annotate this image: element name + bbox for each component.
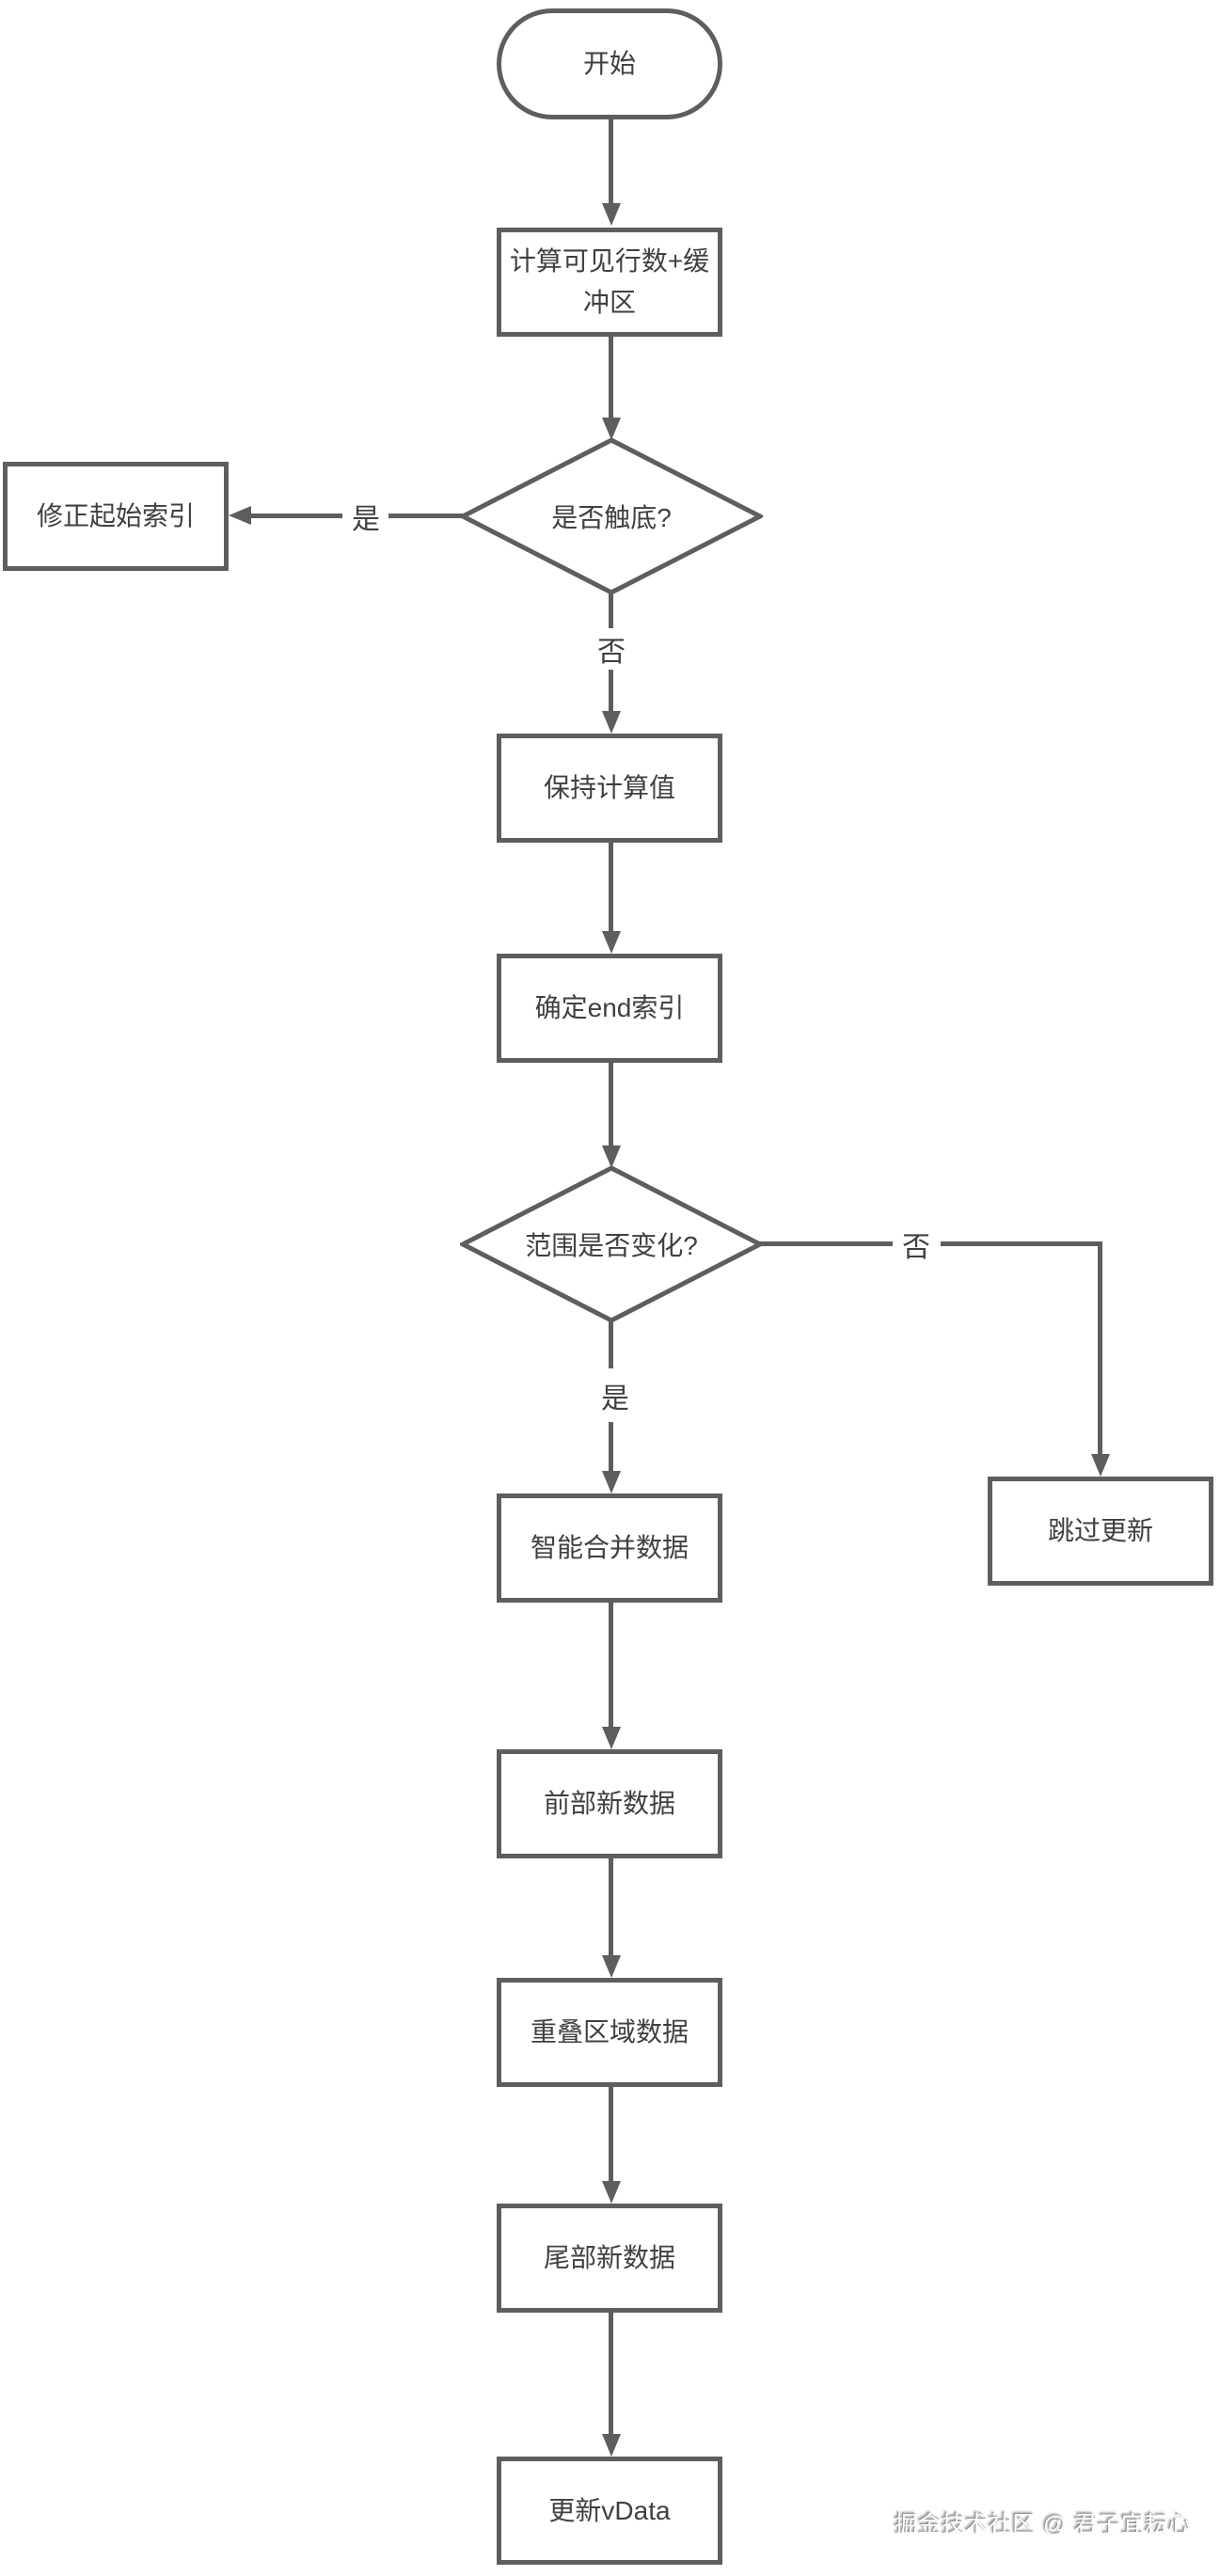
node-keep-value: 保持计算值 (497, 734, 722, 843)
edge-rangechanged-yes-b (609, 1422, 613, 1473)
edge-hitbottom-no-a (609, 592, 613, 629)
edge-label-hitbottom-no: 否 (595, 628, 627, 670)
node-update-vdata: 更新vData (497, 2457, 722, 2565)
arrowhead-tail-to-update (602, 2434, 621, 2457)
edge-end-to-rangechanged (609, 1063, 613, 1147)
node-label: 确定end索引 (534, 993, 685, 1022)
node-label: 前部新数据 (543, 1789, 675, 1818)
node-tail-new-data: 尾部新数据 (497, 2204, 722, 2313)
edge-calc-to-hitbottom (609, 337, 613, 419)
arrowhead-start-to-calc (602, 203, 621, 226)
edge-front-to-overlap (609, 1858, 613, 1957)
edge-label-rangechanged-no: 否 (900, 1224, 932, 1265)
edge-hitbottom-no-b (609, 670, 613, 713)
edge-label-rangechanged-yes: 是 (599, 1375, 631, 1416)
arrowhead-hitbottom-yes (229, 506, 251, 525)
arrowhead-rangechanged-no (1091, 1454, 1110, 1477)
node-smart-merge-data: 智能合并数据 (497, 1493, 722, 1603)
node-label: 开始 (582, 49, 636, 78)
diamond-shape (460, 437, 763, 595)
node-label: 计算可见行数+缓冲区 (509, 246, 710, 317)
edge-keep-to-end (609, 843, 613, 933)
node-front-new-data: 前部新数据 (497, 1749, 722, 1858)
arrowhead-front-to-overlap (602, 1955, 621, 1978)
edge-hitbottom-yes-b (388, 514, 463, 518)
edge-rangechanged-no-b (941, 1241, 1102, 1246)
node-skip-update: 跳过更新 (988, 1477, 1213, 1586)
arrowhead-overlap-to-tail (602, 2181, 621, 2204)
edge-hitbottom-yes-a (251, 514, 342, 518)
node-label: 修正起始索引 (36, 501, 195, 530)
arrowhead-merge-to-front (602, 1727, 621, 1749)
edge-rangechanged-no-a (760, 1241, 893, 1246)
node-determine-end-index: 确定end索引 (497, 954, 722, 1063)
arrowhead-end-to-rangechanged (602, 1146, 621, 1168)
edge-start-to-calc (609, 119, 613, 206)
edge-rangechanged-no-c (1098, 1241, 1102, 1454)
edge-rangechanged-yes-a (609, 1320, 613, 1368)
diamond-shape (460, 1165, 763, 1323)
node-fix-start-index: 修正起始索引 (3, 462, 229, 571)
edge-label-hitbottom-yes: 是 (350, 496, 382, 537)
node-label: 智能合并数据 (530, 1533, 689, 1562)
edge-overlap-to-tail (609, 2087, 613, 2183)
node-label: 跳过更新 (1047, 1516, 1153, 1545)
node-start: 开始 (497, 8, 722, 119)
node-label: 范围是否变化? (525, 1231, 698, 1260)
node-overlap-region-data: 重叠区域数据 (497, 1978, 722, 2087)
node-label: 是否触底? (551, 503, 672, 532)
arrowhead-hitbottom-no (602, 711, 621, 734)
node-label: 更新vData (548, 2495, 671, 2525)
node-label: 保持计算值 (543, 773, 675, 802)
node-range-changed-decision: 范围是否变化? (460, 1165, 763, 1323)
arrowhead-calc-to-hitbottom (602, 418, 621, 440)
arrowhead-rangechanged-yes (602, 1471, 621, 1493)
node-calc-visible-rows: 计算可见行数+缓冲区 (497, 228, 722, 337)
edge-merge-to-front (609, 1603, 613, 1729)
edge-tail-to-update (609, 2313, 613, 2436)
arrowhead-keep-to-end (602, 931, 621, 954)
node-label: 尾部新数据 (543, 2243, 675, 2272)
node-hit-bottom-decision: 是否触底? (460, 437, 763, 595)
watermark-text: 掘金技术社区 @ 君子宜耘心 (895, 2512, 1192, 2537)
node-label: 重叠区域数据 (530, 2017, 689, 2047)
